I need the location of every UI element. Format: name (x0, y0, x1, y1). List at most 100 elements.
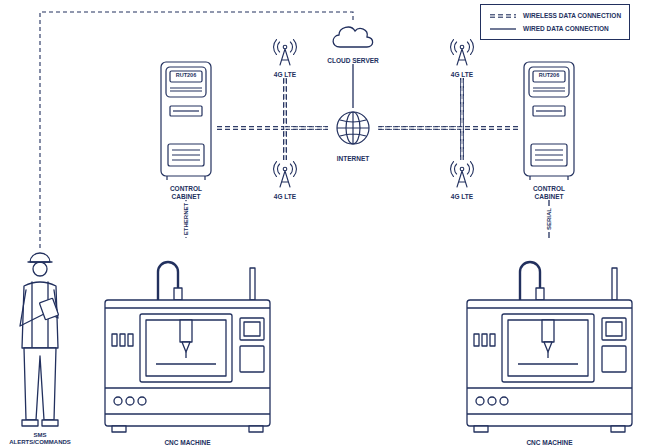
node-label: 4G LTE (440, 193, 484, 200)
node-label: CNC MACHINE (460, 439, 639, 446)
node-label: CONTROL CABINET (163, 185, 209, 200)
control-cabinet-icon (518, 60, 580, 200)
wireless-connector-inner (378, 78, 462, 128)
drawing-path (490, 14, 516, 18)
node-label: CNC MACHINE (98, 439, 277, 446)
wireless-connector (462, 128, 518, 160)
drawing-path (156, 352, 216, 364)
drawing-g (451, 162, 474, 188)
drawing-rect (542, 320, 554, 342)
drawing-circle (337, 112, 369, 144)
drawing-rect (112, 334, 117, 346)
drawing-g (105, 262, 270, 432)
drawing-path (490, 28, 516, 29)
drawing-path (105, 308, 270, 414)
drawing-path (533, 88, 565, 91)
wired-connector (352, 64, 353, 108)
legend-row: WIRED DATA CONNECTION (489, 22, 621, 35)
drawing-rect (146, 320, 226, 376)
node-label: 4G LTE (263, 71, 307, 78)
wireless-connector (462, 78, 518, 128)
wireless-connector-inner (217, 128, 285, 160)
drawing-rect (240, 346, 264, 372)
connection-label: SERIAL (546, 206, 552, 232)
drawing-rect (533, 106, 565, 116)
drawing-rect (602, 346, 626, 372)
legend-line-sample (489, 13, 517, 19)
drawing-path (20, 290, 44, 326)
cnc-machine: CNC MACHINE (98, 238, 277, 446)
node-label: INTERNET (328, 155, 378, 162)
drawing-g (467, 262, 632, 432)
drawing-rect (533, 71, 565, 82)
drawing-rect (39, 298, 58, 320)
drawing-rect (502, 314, 594, 382)
drawing-rect (536, 288, 544, 300)
wireless-connector-inner (217, 78, 285, 128)
node-label: 4G LTE (263, 193, 307, 200)
drawing-rect (531, 144, 567, 166)
drawing-path (337, 112, 369, 144)
drawing-path (167, 176, 205, 180)
drawing-path (536, 110, 562, 111)
device-label: RUT206 (533, 72, 565, 78)
wireless-connector-inner (285, 78, 328, 128)
drawing-circle (500, 397, 508, 405)
drawing-circle (460, 167, 464, 171)
wireless-connector-inner (462, 78, 518, 128)
wireless-connector (378, 128, 462, 160)
drawing-path (467, 308, 632, 414)
drawing-path (170, 88, 202, 91)
drawing-g (337, 112, 369, 144)
drawing-path (535, 150, 563, 160)
drawing-circle (488, 397, 496, 405)
drawing-path (182, 342, 190, 352)
drawing-g (161, 62, 211, 180)
legend-row: WIRELESS DATA CONNECTION (489, 9, 621, 22)
drawing-rect (529, 67, 569, 97)
drawing-rect (606, 322, 622, 336)
control-cabinet: RUT206CONTROL CABINET (518, 60, 580, 200)
drawing-rect (474, 426, 488, 432)
wireless-connector (217, 128, 285, 160)
drawing-circle (114, 397, 122, 405)
wireless-connector (378, 78, 462, 128)
drawing-rect (112, 426, 126, 432)
drawing-rect (612, 268, 617, 300)
drawing-circle (476, 397, 484, 405)
drawing-rect (250, 268, 255, 300)
device-label: RUT206 (170, 72, 202, 78)
drawing-circle (283, 167, 287, 171)
lte-tower: 4G LTE (440, 160, 484, 200)
wireless-connector-inner (378, 128, 462, 160)
cnc-machine: CNC MACHINE (460, 238, 639, 446)
drawing-rect (508, 320, 588, 376)
drawing-rect (140, 314, 232, 382)
drawing-circle (138, 397, 146, 405)
drawing-path (490, 15, 516, 16)
node-label: CONTROL CABINET (526, 185, 572, 200)
control-cabinet-icon (155, 60, 217, 200)
node-label: 4G LTE (440, 71, 484, 78)
drawing-rect (120, 334, 125, 346)
wireless-connector (285, 128, 328, 160)
legend-text: WIRELESS DATA CONNECTION (523, 12, 621, 19)
drawing-rect (174, 288, 182, 300)
wireless-connector (40, 12, 353, 248)
drawing-rect (482, 334, 487, 346)
drawing-g (524, 62, 574, 180)
lte-tower: 4G LTE (263, 160, 307, 200)
node-label: SMS ALERTS/COMMANDS (9, 432, 71, 446)
cnc-machine-icon (98, 238, 277, 446)
drawing-rect (166, 67, 206, 97)
drawing-rect (105, 300, 270, 426)
drawing-g (274, 40, 297, 66)
node-label: CLOUD SERVER (323, 57, 383, 64)
drawing-circle (33, 262, 47, 276)
drawing-path (530, 176, 568, 180)
drawing-circle (460, 45, 464, 49)
control-cabinet: RUT206CONTROL CABINET (155, 60, 217, 200)
drawing-path (30, 253, 50, 262)
drawing-g (451, 40, 474, 66)
drawing-path (518, 352, 578, 364)
